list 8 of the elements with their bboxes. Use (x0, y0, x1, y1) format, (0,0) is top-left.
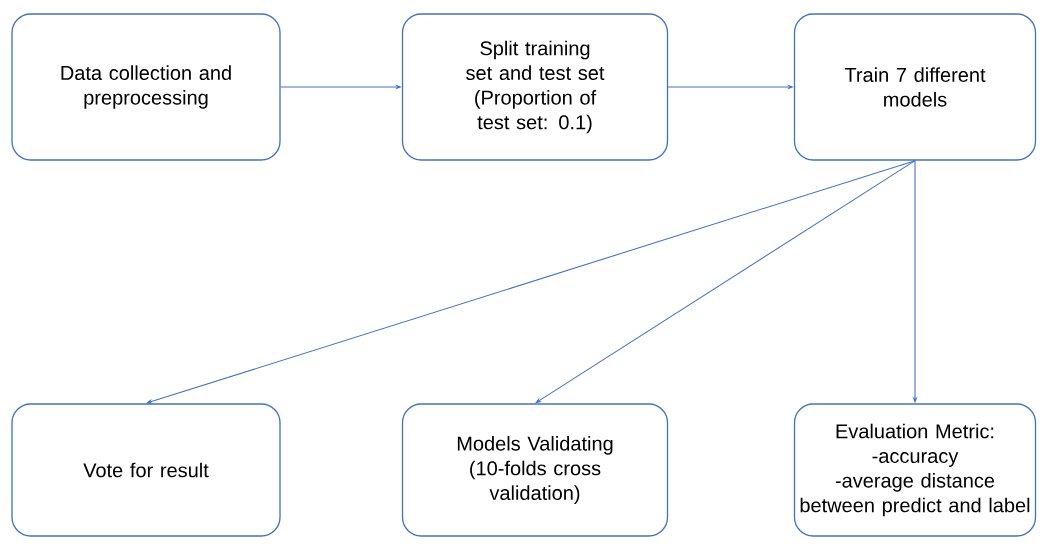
process-box: Evaluation Metric: -accuracy -average distance between predict and label (793, 403, 1037, 537)
process-box: Models Validating (10-folds cross validation) (401, 403, 669, 537)
process-box: Vote for result (11, 403, 281, 537)
arrow (146, 160, 916, 404)
arrow (535, 160, 916, 404)
process-box: Train 7 different models (793, 13, 1037, 161)
process-box: Split training set and test set (Proportion of test set: 0.1) (401, 13, 669, 161)
process-box: Data collection and preprocessing (11, 13, 281, 161)
